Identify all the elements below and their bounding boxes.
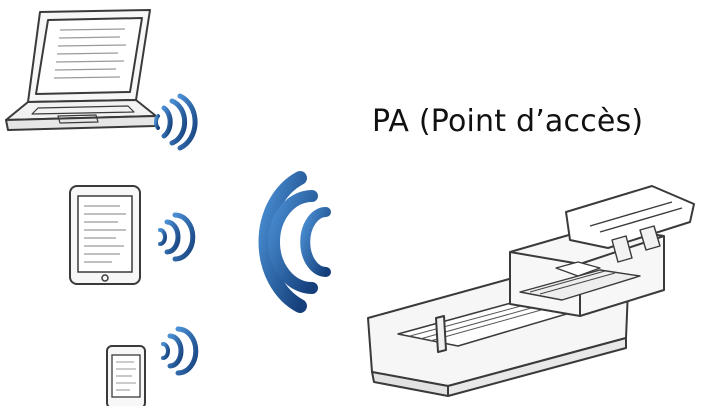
wifi-signal-icon (153, 93, 198, 151)
wifi-signal-icon (158, 212, 196, 262)
scanner-icon (367, 185, 695, 397)
access-point-label: PA (Point d’accès) (372, 104, 644, 139)
smartphone-icon (106, 345, 146, 406)
laptop-icon (5, 9, 157, 131)
wifi-signal-icon (161, 326, 199, 376)
tablet-icon (69, 185, 141, 285)
wifi-signal-icon (258, 171, 331, 313)
